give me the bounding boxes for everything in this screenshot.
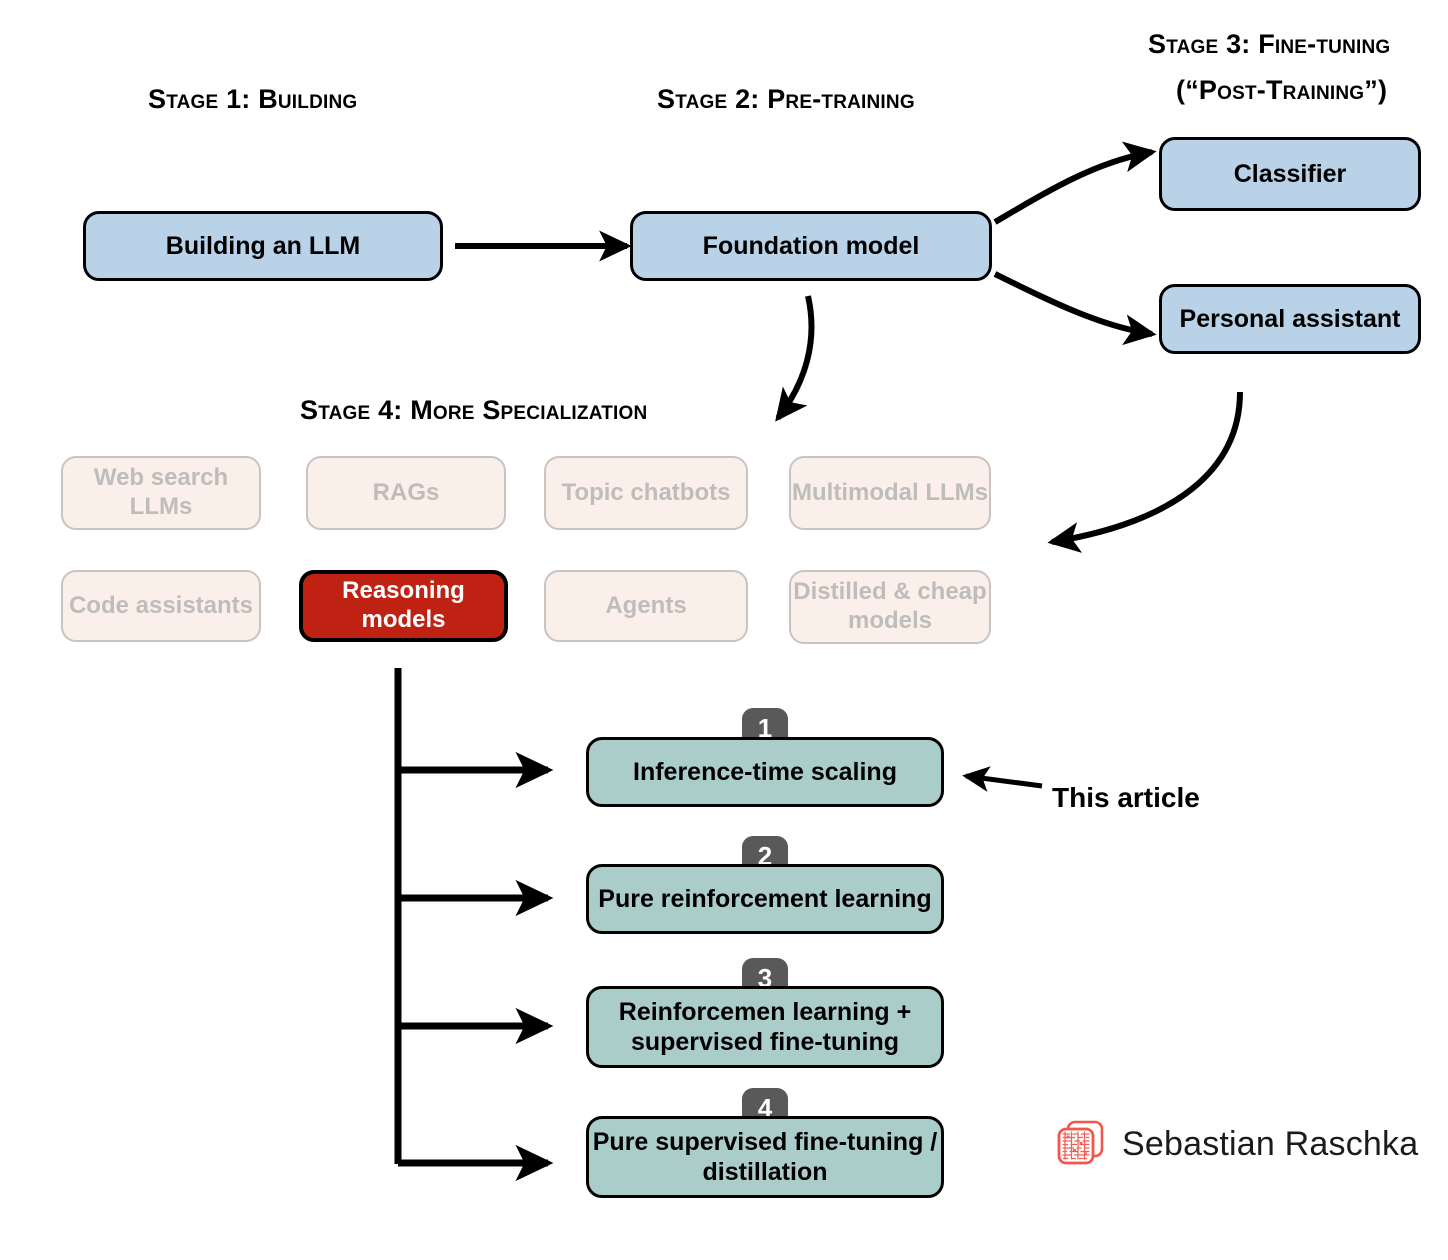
stage-3-heading-line2: (“Post-Training”) <box>1176 75 1388 105</box>
node-reasoning-models[interactable]: Reasoning models <box>299 570 508 642</box>
node-rl-plus-sft[interactable]: Reinforcemen learning + supervised fine-… <box>586 986 944 1068</box>
stage-4-heading: Stage 4: More Specialization <box>300 395 648 425</box>
node-classifier[interactable]: Classifier <box>1159 137 1421 211</box>
stage-1-heading: Stage 1: Building <box>148 84 358 114</box>
arrow-personal-assistant-to-stage4 <box>1047 391 1243 553</box>
node-pure-sft-distillation[interactable]: Pure supervised fine-tuning / distillati… <box>586 1116 944 1198</box>
stage-2-heading: Stage 2: Pre-training <box>657 84 915 114</box>
signature: Sebastian Raschka <box>1054 1117 1418 1171</box>
arrow-foundation-to-classifier <box>993 141 1157 225</box>
node-agents[interactable]: Agents <box>544 570 748 642</box>
stacked-cards-logo-icon <box>1054 1117 1108 1171</box>
node-code-assistants[interactable]: Code assistants <box>61 570 261 642</box>
arrow-this-article <box>962 766 1043 792</box>
arrow-foundation-to-personal-assistant <box>993 271 1157 346</box>
signature-name: Sebastian Raschka <box>1122 1124 1419 1163</box>
node-inference-time-scaling[interactable]: Inference-time scaling <box>586 737 944 807</box>
node-pure-reinforcement-learning[interactable]: Pure reinforcement learning <box>586 864 944 934</box>
stage-3-heading-line1: Stage 3: Fine-tuning <box>1148 29 1391 59</box>
node-rags[interactable]: RAGs <box>306 456 506 530</box>
node-multimodal-llms[interactable]: Multimodal LLMs <box>789 456 991 530</box>
node-distilled-cheap-models[interactable]: Distilled & cheap models <box>789 570 991 644</box>
node-building-an-llm[interactable]: Building an LLM <box>83 211 443 281</box>
this-article-annotation: This article <box>1052 782 1200 813</box>
node-web-search-llms[interactable]: Web search LLMs <box>61 456 261 530</box>
node-personal-assistant[interactable]: Personal assistant <box>1159 284 1421 354</box>
arrow-foundation-to-stage4 <box>775 295 815 422</box>
node-foundation-model[interactable]: Foundation model <box>630 211 992 281</box>
node-topic-chatbots[interactable]: Topic chatbots <box>544 456 748 530</box>
